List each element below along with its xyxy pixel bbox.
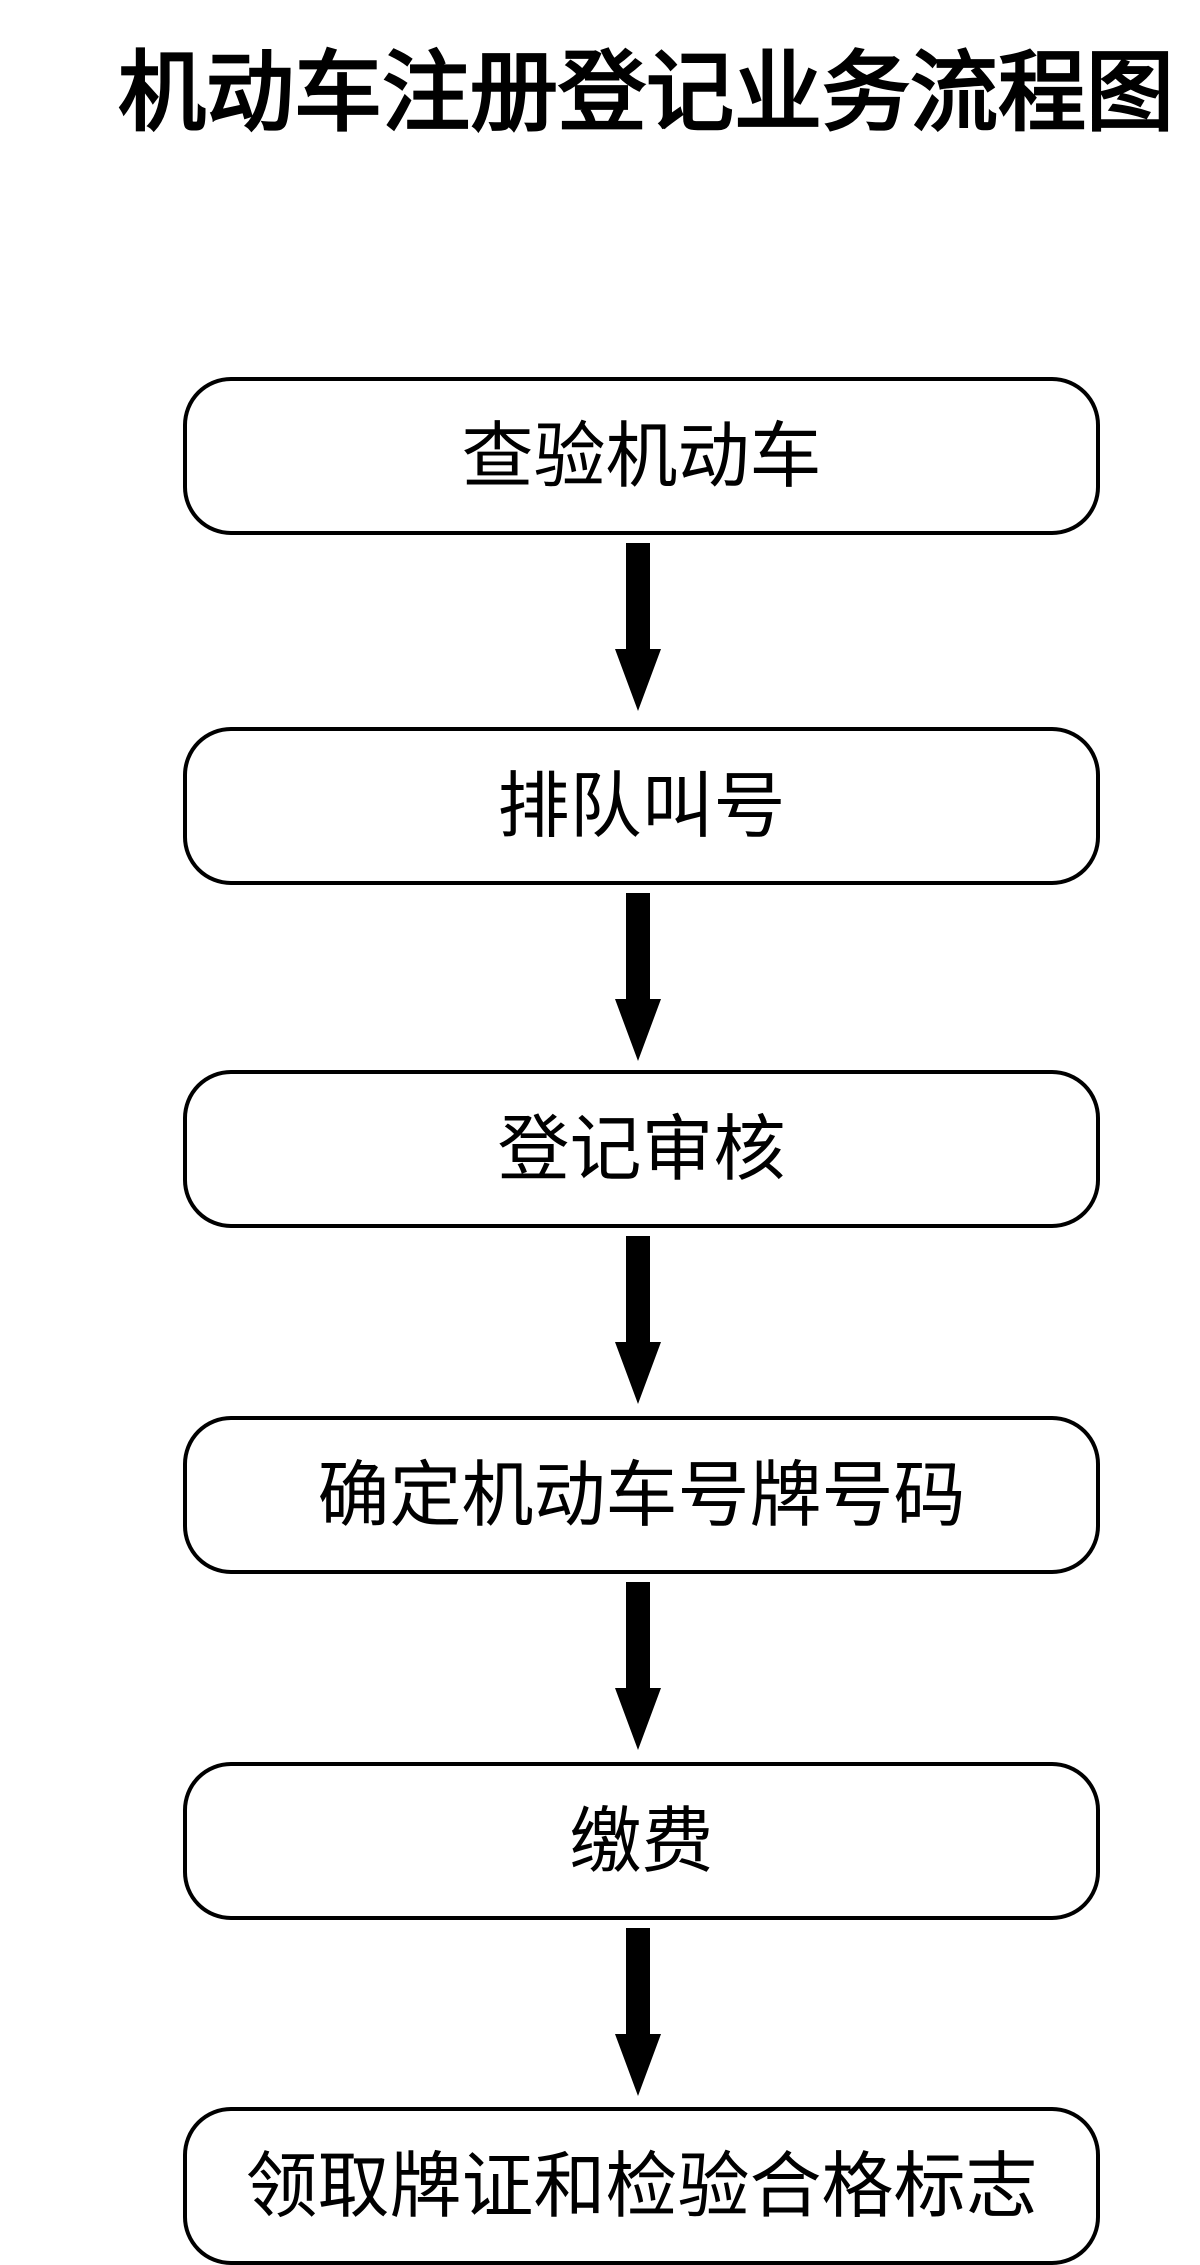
flow-step-label-1: 查验机动车 xyxy=(461,414,822,498)
flow-step-label-3: 登记审核 xyxy=(497,1107,786,1191)
page-title: 机动车注册登记业务流程图 xyxy=(117,40,1174,144)
flow-step-box-1: 查验机动车 xyxy=(183,377,1100,535)
flow-step-label-5: 缴费 xyxy=(569,1799,714,1883)
flow-step-box-2: 排队叫号 xyxy=(183,727,1100,885)
flow-step-box-6: 领取牌证和检验合格标志 xyxy=(183,2107,1100,2265)
flow-step-label-4: 确定机动车号牌号码 xyxy=(317,1453,966,1537)
flow-step-box-5: 缴费 xyxy=(183,1762,1100,1920)
down-arrow-icon xyxy=(615,1236,661,1404)
flow-step-label-2: 排队叫号 xyxy=(497,764,786,848)
down-arrow-icon xyxy=(615,543,661,711)
flow-step-box-4: 确定机动车号牌号码 xyxy=(183,1416,1100,1574)
flow-step-box-3: 登记审核 xyxy=(183,1070,1100,1228)
down-arrow-icon xyxy=(615,893,661,1061)
down-arrow-icon xyxy=(615,1928,661,2096)
down-arrow-icon xyxy=(615,1582,661,1750)
flow-step-label-6: 领取牌证和检验合格标志 xyxy=(245,2144,1038,2228)
